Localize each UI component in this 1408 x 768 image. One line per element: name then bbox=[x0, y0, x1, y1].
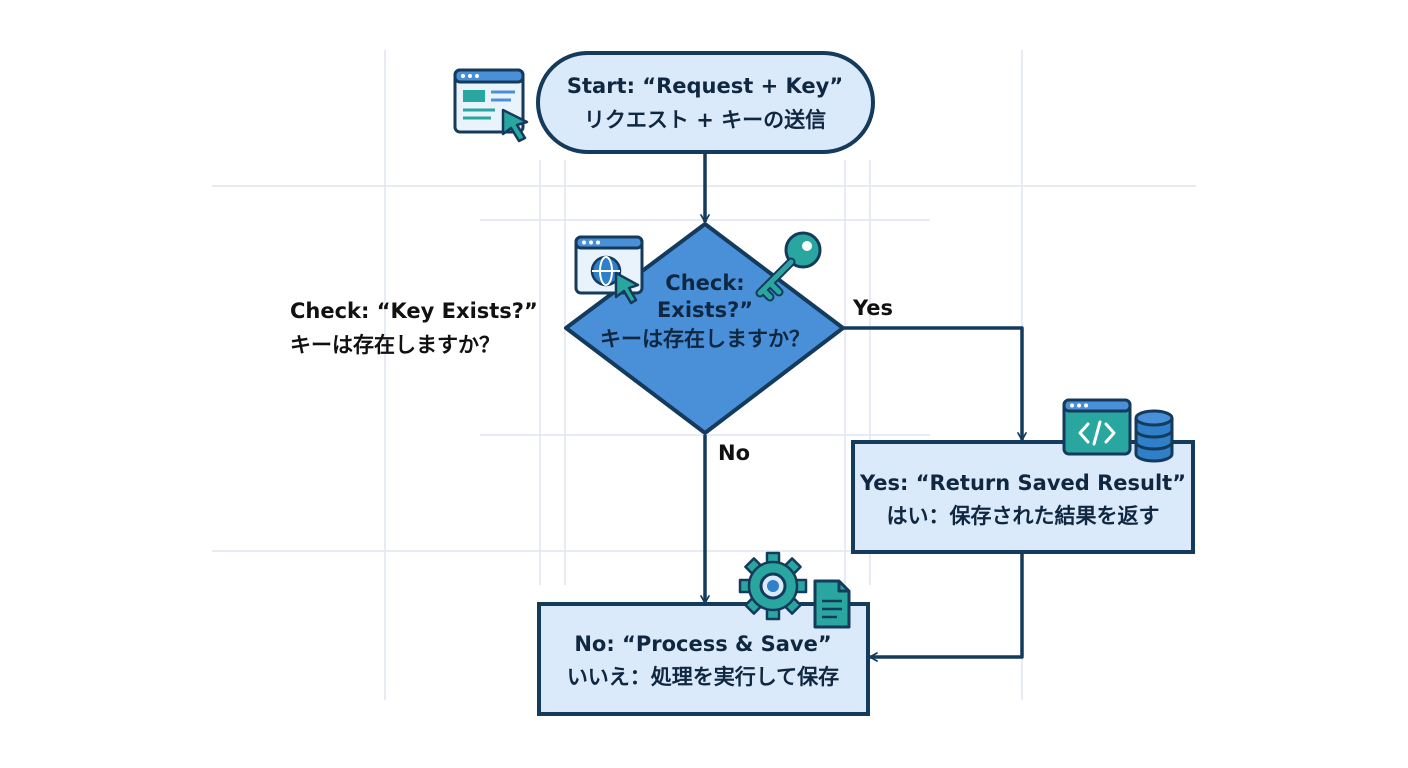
connectors bbox=[700, 152, 1027, 662]
edge-label-no: No bbox=[718, 441, 750, 465]
globe-browser-icon bbox=[574, 235, 644, 305]
browser-cursor-icon bbox=[453, 68, 529, 143]
start-node-line2: リクエスト + キーの送信 bbox=[584, 108, 826, 132]
side-label-line2: キーは存在しますか？ bbox=[290, 333, 500, 357]
yes-result-box: Yes: “Return Saved Result” はい：保存された結果を返す bbox=[851, 440, 1195, 554]
key-icon bbox=[755, 231, 822, 302]
no-box-line1: No: “Process & Save” bbox=[574, 632, 831, 656]
code-window-icon bbox=[1062, 398, 1132, 456]
decision-node-line2: Exists?” bbox=[657, 298, 753, 322]
decision-node-line1: Check: bbox=[665, 271, 744, 295]
side-label-line1: Check: “Key Exists?” bbox=[290, 299, 538, 323]
database-icon bbox=[1134, 409, 1174, 463]
yes-box-line2: はい：保存された結果を返す bbox=[887, 504, 1160, 528]
edge-label-yes: Yes bbox=[852, 296, 893, 320]
edge-check-yes bbox=[843, 326, 1027, 441]
decision-node-line3: キーは存在しますか？ bbox=[600, 327, 810, 351]
no-process-box: No: “Process & Save” いいえ：処理を実行して保存 bbox=[537, 602, 870, 716]
start-node-line1: Start: “Request + Key” bbox=[567, 74, 843, 98]
edge-yes-to-no-box bbox=[869, 553, 1024, 662]
gear-icon bbox=[738, 551, 808, 621]
no-box-line2: いいえ：処理を実行して保存 bbox=[567, 665, 839, 689]
document-icon bbox=[813, 579, 851, 629]
side-label: Check: “Key Exists?” キーは存在しますか？ bbox=[290, 299, 538, 357]
yes-box-line1: Yes: “Return Saved Result” bbox=[859, 471, 1186, 495]
start-node: Start: “Request + Key” リクエスト + キーの送信 bbox=[536, 51, 875, 154]
